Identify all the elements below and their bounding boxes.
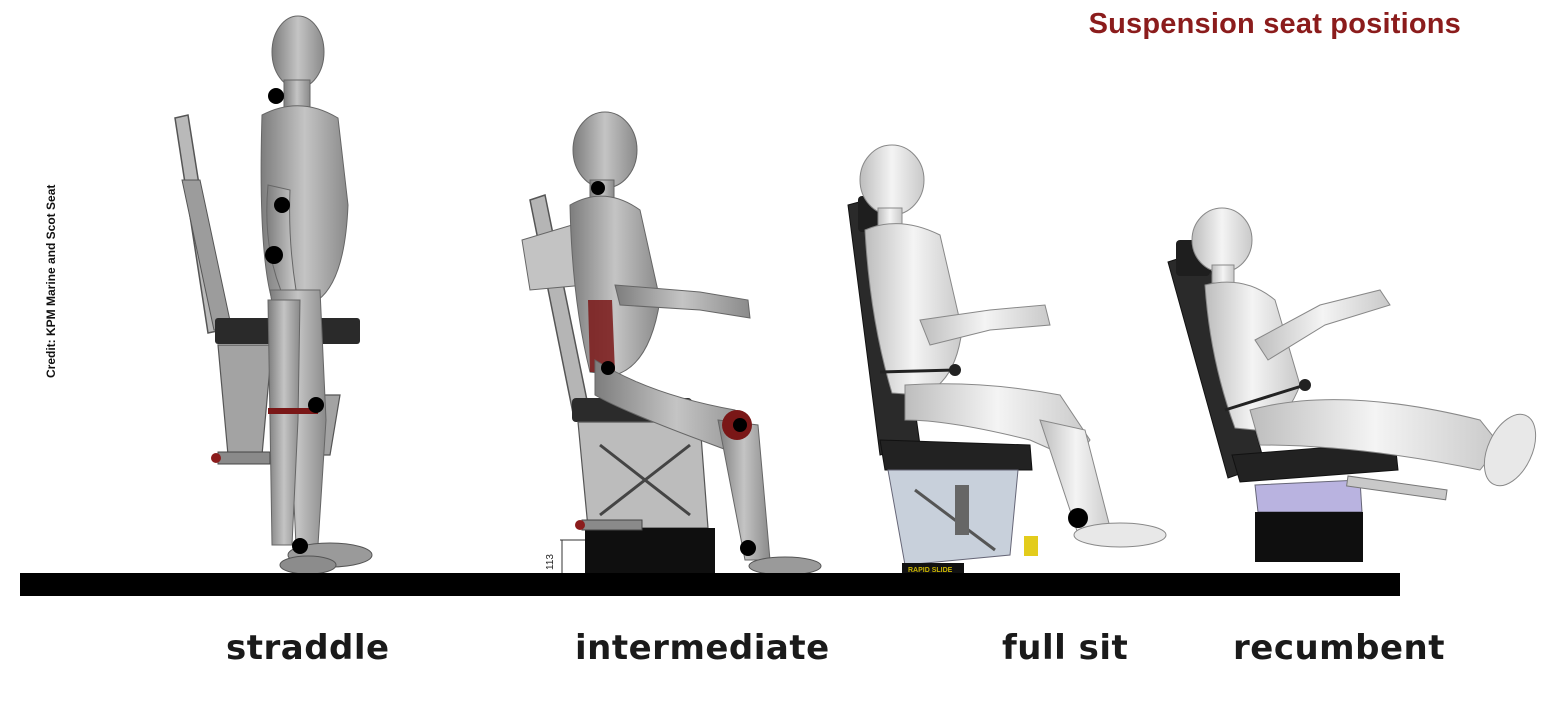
position-label-full-sit: full sit [1002, 628, 1128, 668]
position-label-straddle: straddle [226, 628, 390, 668]
ground-line [20, 573, 1400, 596]
position-label-recumbent: recumbent [1233, 628, 1445, 668]
position-label-intermediate: intermediate [575, 628, 830, 668]
dimension-label: 113 [545, 554, 556, 570]
straddle-figure [261, 16, 372, 574]
